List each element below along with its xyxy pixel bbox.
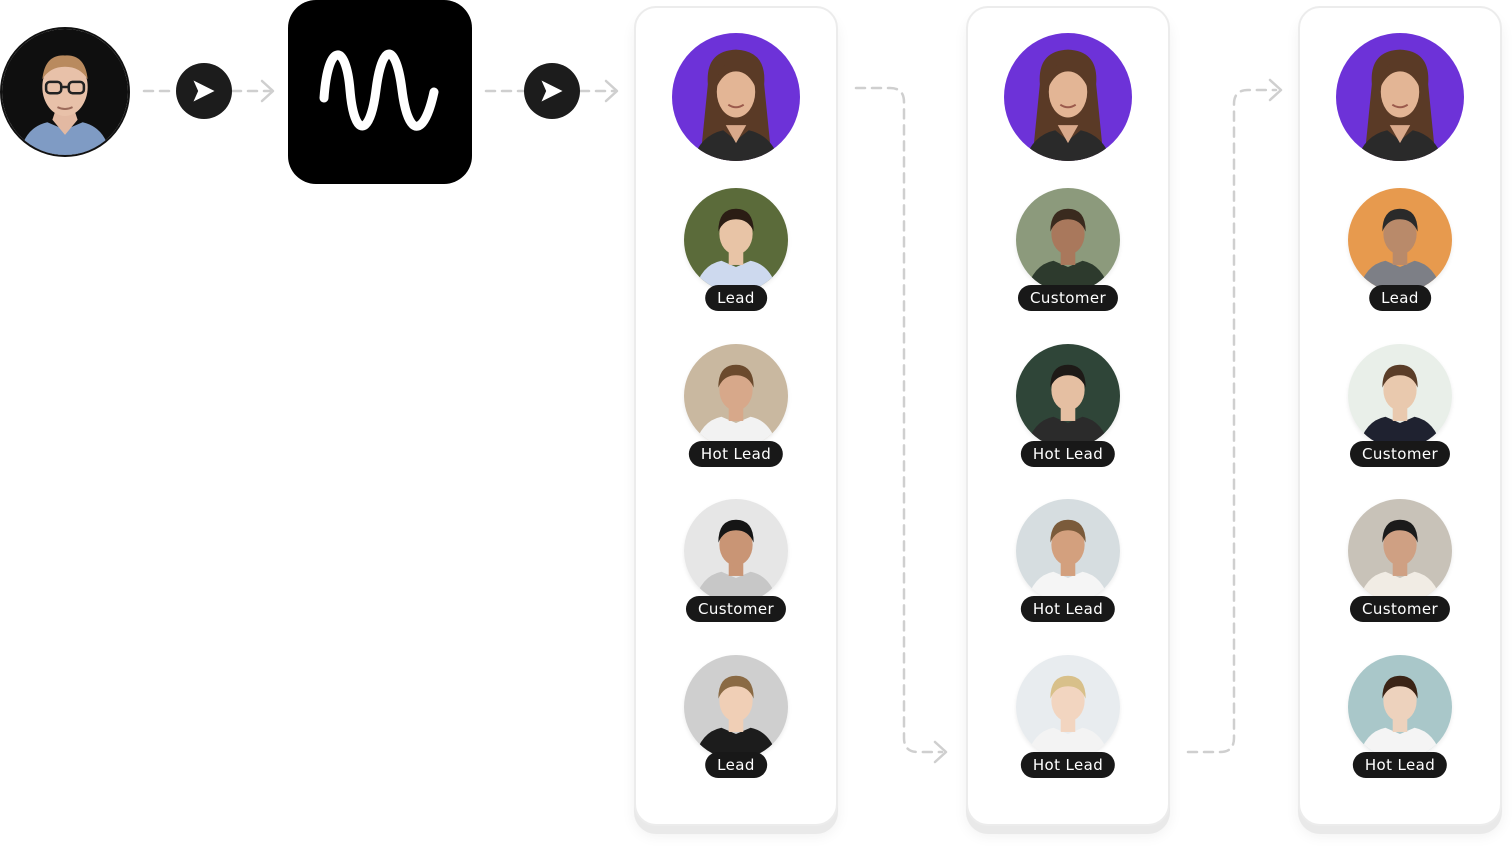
- lead-status-badge: Customer: [685, 596, 787, 622]
- lead-avatar[interactable]: [1016, 655, 1120, 759]
- send-arrow-icon: [541, 80, 563, 102]
- lead-avatar[interactable]: [684, 499, 788, 603]
- lead-status-badge: Hot Lead: [688, 441, 784, 467]
- agent-avatar[interactable]: [672, 33, 800, 161]
- arrowhead-icon: [260, 79, 275, 103]
- lead-avatar[interactable]: [1016, 499, 1120, 603]
- lead-status-badge: Hot Lead: [1020, 441, 1116, 467]
- source-person-avatar: [0, 27, 130, 157]
- lead-status-badge: Customer: [1349, 596, 1451, 622]
- lead-avatar[interactable]: [1016, 344, 1120, 448]
- arrowhead-icon: [604, 79, 619, 103]
- lead-avatar[interactable]: [1348, 655, 1452, 759]
- lead-status-badge: Hot Lead: [1020, 752, 1116, 778]
- lead-avatar[interactable]: [1348, 499, 1452, 603]
- lead-avatar[interactable]: [684, 188, 788, 292]
- send-button[interactable]: [524, 63, 580, 119]
- lead-avatar[interactable]: [684, 344, 788, 448]
- lead-status-badge: Customer: [1349, 441, 1451, 467]
- send-arrow-icon: [193, 80, 215, 102]
- send-button[interactable]: [176, 63, 232, 119]
- lead-avatar[interactable]: [1348, 344, 1452, 448]
- waveform-icon: [319, 49, 439, 131]
- lead-avatar[interactable]: [684, 655, 788, 759]
- lead-status-badge: Lead: [705, 285, 767, 311]
- lead-status-badge: Lead: [705, 752, 767, 778]
- arrowhead-icon: [1268, 78, 1283, 102]
- lead-avatar[interactable]: [1016, 188, 1120, 292]
- lead-status-badge: Hot Lead: [1352, 752, 1448, 778]
- lead-avatar[interactable]: [1348, 188, 1452, 292]
- lead-status-badge: Customer: [1017, 285, 1119, 311]
- arrowhead-icon: [933, 740, 948, 764]
- agent-avatar[interactable]: [1004, 33, 1132, 161]
- app-tile[interactable]: [288, 0, 472, 184]
- agent-avatar[interactable]: [1336, 33, 1464, 161]
- lead-status-badge: Hot Lead: [1020, 596, 1116, 622]
- lead-status-badge: Lead: [1369, 285, 1431, 311]
